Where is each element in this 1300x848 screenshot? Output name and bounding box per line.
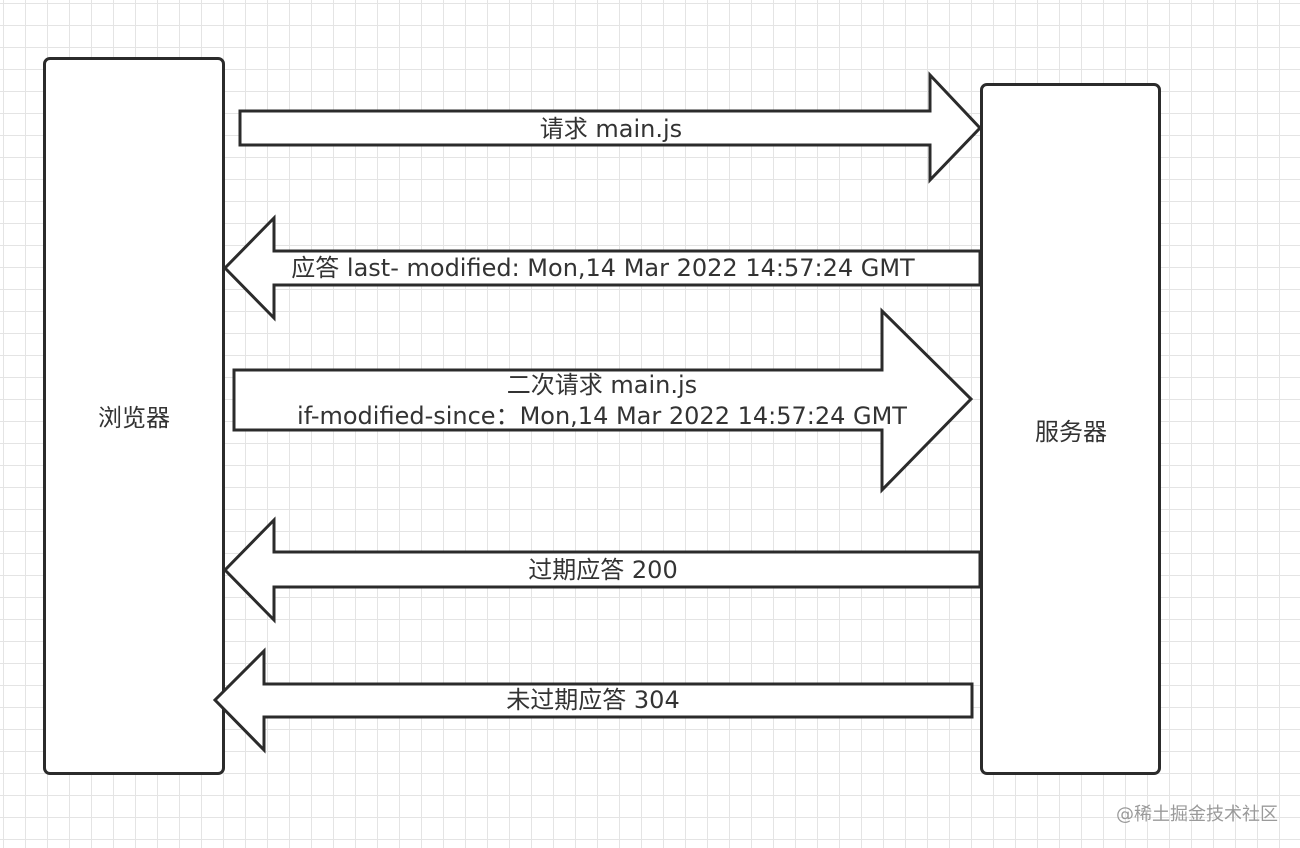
arrow-request-second bbox=[232, 307, 974, 494]
response-expired-label: 过期应答 200 bbox=[528, 556, 678, 584]
browser-label: 浏览器 bbox=[98, 404, 170, 432]
watermark-text: @稀土掘金技术社区 bbox=[1116, 804, 1278, 825]
arrow-response-not-expired bbox=[212, 647, 974, 754]
response-first-label: 应答 last- modified: Mon,14 Mar 2022 14:57… bbox=[291, 254, 915, 282]
arrow-response-first bbox=[222, 214, 982, 322]
request-second-label: 二次请求 main.js if-modified-since：Mon,14 Ma… bbox=[297, 370, 907, 432]
server-label: 服务器 bbox=[1035, 418, 1107, 446]
request-second-line1: 二次请求 main.js bbox=[506, 371, 698, 399]
request-second-line2: if-modified-since：Mon,14 Mar 2022 14:57:… bbox=[297, 402, 907, 430]
browser-box bbox=[43, 57, 225, 775]
arrow-response-expired bbox=[222, 516, 982, 624]
arrow-request-first bbox=[238, 71, 983, 184]
request-first-label: 请求 main.js bbox=[539, 115, 683, 143]
response-not-expired-label: 未过期应答 304 bbox=[506, 686, 680, 714]
server-box bbox=[980, 83, 1161, 775]
